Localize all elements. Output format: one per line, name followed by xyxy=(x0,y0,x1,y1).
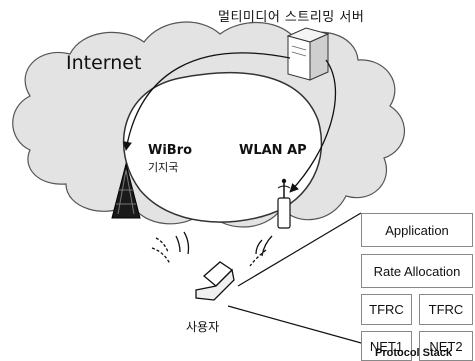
wibro-base-station-label: 기지국 xyxy=(148,161,179,174)
wibro-tower-icon xyxy=(111,162,141,219)
wlan-radio-waves xyxy=(249,235,273,267)
server-label: 멀티미디어 스트리밍 서버 xyxy=(218,10,365,25)
server-to-wibro-link xyxy=(122,52,291,151)
stack-tfrc-1: TFRC xyxy=(361,294,412,325)
protocol-stack-caption: Protocol Stack xyxy=(375,347,453,359)
wlan-ap-label: WLAN AP xyxy=(239,143,307,158)
internet-label: Internet xyxy=(66,52,142,74)
user-label: 사용자 xyxy=(186,320,220,334)
stack-net-2: NET2 xyxy=(419,331,473,361)
wlan-ap-icon xyxy=(277,178,291,229)
stack-callout-lines xyxy=(227,212,373,349)
laptop-icon xyxy=(195,261,235,301)
stack-net-1: NET1 xyxy=(361,331,412,361)
stack-application-layer: Application xyxy=(361,213,473,247)
wibro-radio-waves xyxy=(151,231,190,265)
coverage-shape xyxy=(122,71,323,223)
stack-rate-allocation-layer: Rate Allocation xyxy=(361,254,473,288)
server-icon xyxy=(286,27,330,81)
stack-tfrc-2: TFRC xyxy=(419,294,473,325)
server-to-wlan-link xyxy=(289,59,337,193)
wibro-label: WiBro xyxy=(148,143,193,158)
